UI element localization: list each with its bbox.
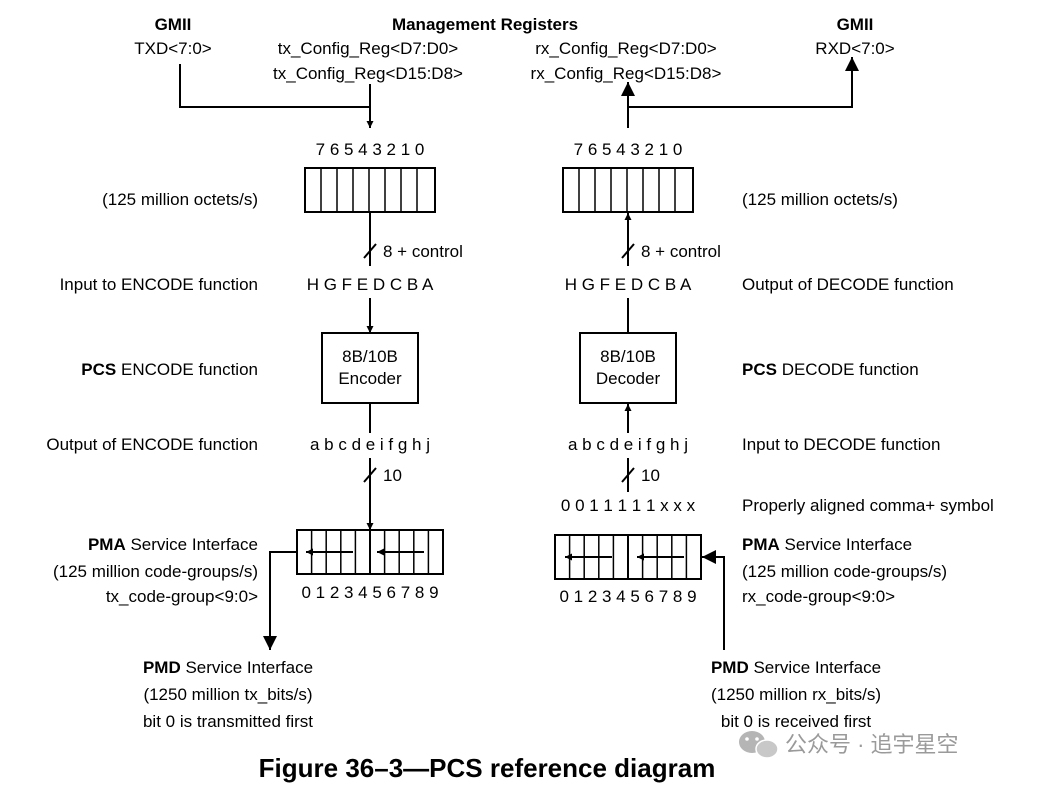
tx-octet-bus-slash [363,243,377,259]
tx-gmii-title: GMII [155,15,192,34]
management-registers-title: Management Registers [392,15,578,34]
rx-pma-service-interface: PMA Service Interface [742,535,912,554]
rx-decode-output-bits: H G F E D C B A [565,275,692,294]
rx-pcs-decode-label: PCS DECODE function [742,360,919,379]
tx-pma-service-interface: PMA Service Interface [88,535,258,554]
rx-octet-cell-dividers [578,168,676,212]
rx-config-low: rx_Config_Reg<D7:D0> [535,39,717,58]
tx-encode-input-bits: H G F E D C B A [307,275,434,294]
tx-pma-signal: tx_code-group<9:0> [106,587,258,606]
rx-pmd-rate: (1250 million rx_bits/s) [711,685,881,704]
tx-code-indices: 0 1 2 3 4 5 6 7 8 9 [301,583,438,602]
tx-code-bus-slash [363,467,377,483]
tx-code-bus-width: 10 [383,466,402,485]
rx-octet-bus-width: 8 + control [641,242,721,261]
rx-code-bus-slash [621,467,635,483]
tx-gmii-signal: TXD<7:0> [134,39,212,58]
rx-bit-indices: 7 6 5 4 3 2 1 0 [574,140,683,159]
rx-decoder-block [579,332,677,404]
rx-octet-register [562,167,694,213]
rx-octet-bus-slash [621,243,635,259]
tx-encoder-line2: Encoder [338,369,402,388]
tx-octet-cell-dividers [320,168,418,212]
rx-code-indices: 0 1 2 3 4 5 6 7 8 9 [559,587,696,606]
tx-encode-output-label: Output of ENCODE function [46,435,258,454]
rx-gmii-connector [628,57,859,108]
rx-decode-input-label: Input to DECODE function [742,435,940,454]
rx-comma-label: Properly aligned comma+ symbol [742,496,994,515]
rx-config-high: rx_Config_Reg<D15:D8> [531,64,722,83]
wechat-icon [739,731,779,759]
figure-caption: Figure 36–3—PCS reference diagram [259,753,716,783]
rx-pmd-service-interface: PMD Service Interface [711,658,881,677]
tx-encode-output-bits: a b c d e i f g h j [310,435,430,454]
tx-pcs-encode-label: PCS ENCODE function [81,360,258,379]
tx-pmd-service-interface: PMD Service Interface [143,658,313,677]
tx-octet-rate: (125 million octets/s) [102,190,258,209]
rx-comma-bits: 0 0 1 1 1 1 1 x x x [561,496,696,515]
rx-gmii-title: GMII [837,15,874,34]
tx-pmd-rate: (1250 million tx_bits/s) [143,685,312,704]
rx-serial-input [702,550,725,650]
rx-code-bus-width: 10 [641,466,660,485]
rx-gmii-signal: RXD<7:0> [815,39,894,58]
rx-pmd-note: bit 0 is received first [721,712,871,731]
tx-serial-output [263,551,297,650]
rx-octet-rate: (125 million octets/s) [742,190,898,209]
tx-gmii-connector [179,64,370,108]
tx-encoder-block [321,332,419,404]
rx-decode-input-bits: a b c d e i f g h j [568,435,688,454]
rx-pma-signal: rx_code-group<9:0> [742,587,895,606]
tx-config-high: tx_Config_Reg<D15:D8> [273,64,463,83]
tx-pma-rate: (125 million code-groups/s) [53,562,258,581]
tx-octet-register [304,167,436,213]
rx-decoder-line2: Decoder [596,369,661,388]
rx-pma-rate: (125 million code-groups/s) [742,562,947,581]
watermark-text: 公众号 · 追宇星空 [785,732,959,757]
tx-bit-indices: 7 6 5 4 3 2 1 0 [316,140,425,159]
rx-decode-output-label: Output of DECODE function [742,275,954,294]
tx-config-low: tx_Config_Reg<D7:D0> [278,39,459,58]
tx-octet-bus-width: 8 + control [383,242,463,261]
tx-encode-input-label: Input to ENCODE function [60,275,258,294]
rx-decoder-line1: 8B/10B [600,347,656,366]
tx-pmd-note: bit 0 is transmitted first [143,712,313,731]
tx-encoder-line1: 8B/10B [342,347,398,366]
